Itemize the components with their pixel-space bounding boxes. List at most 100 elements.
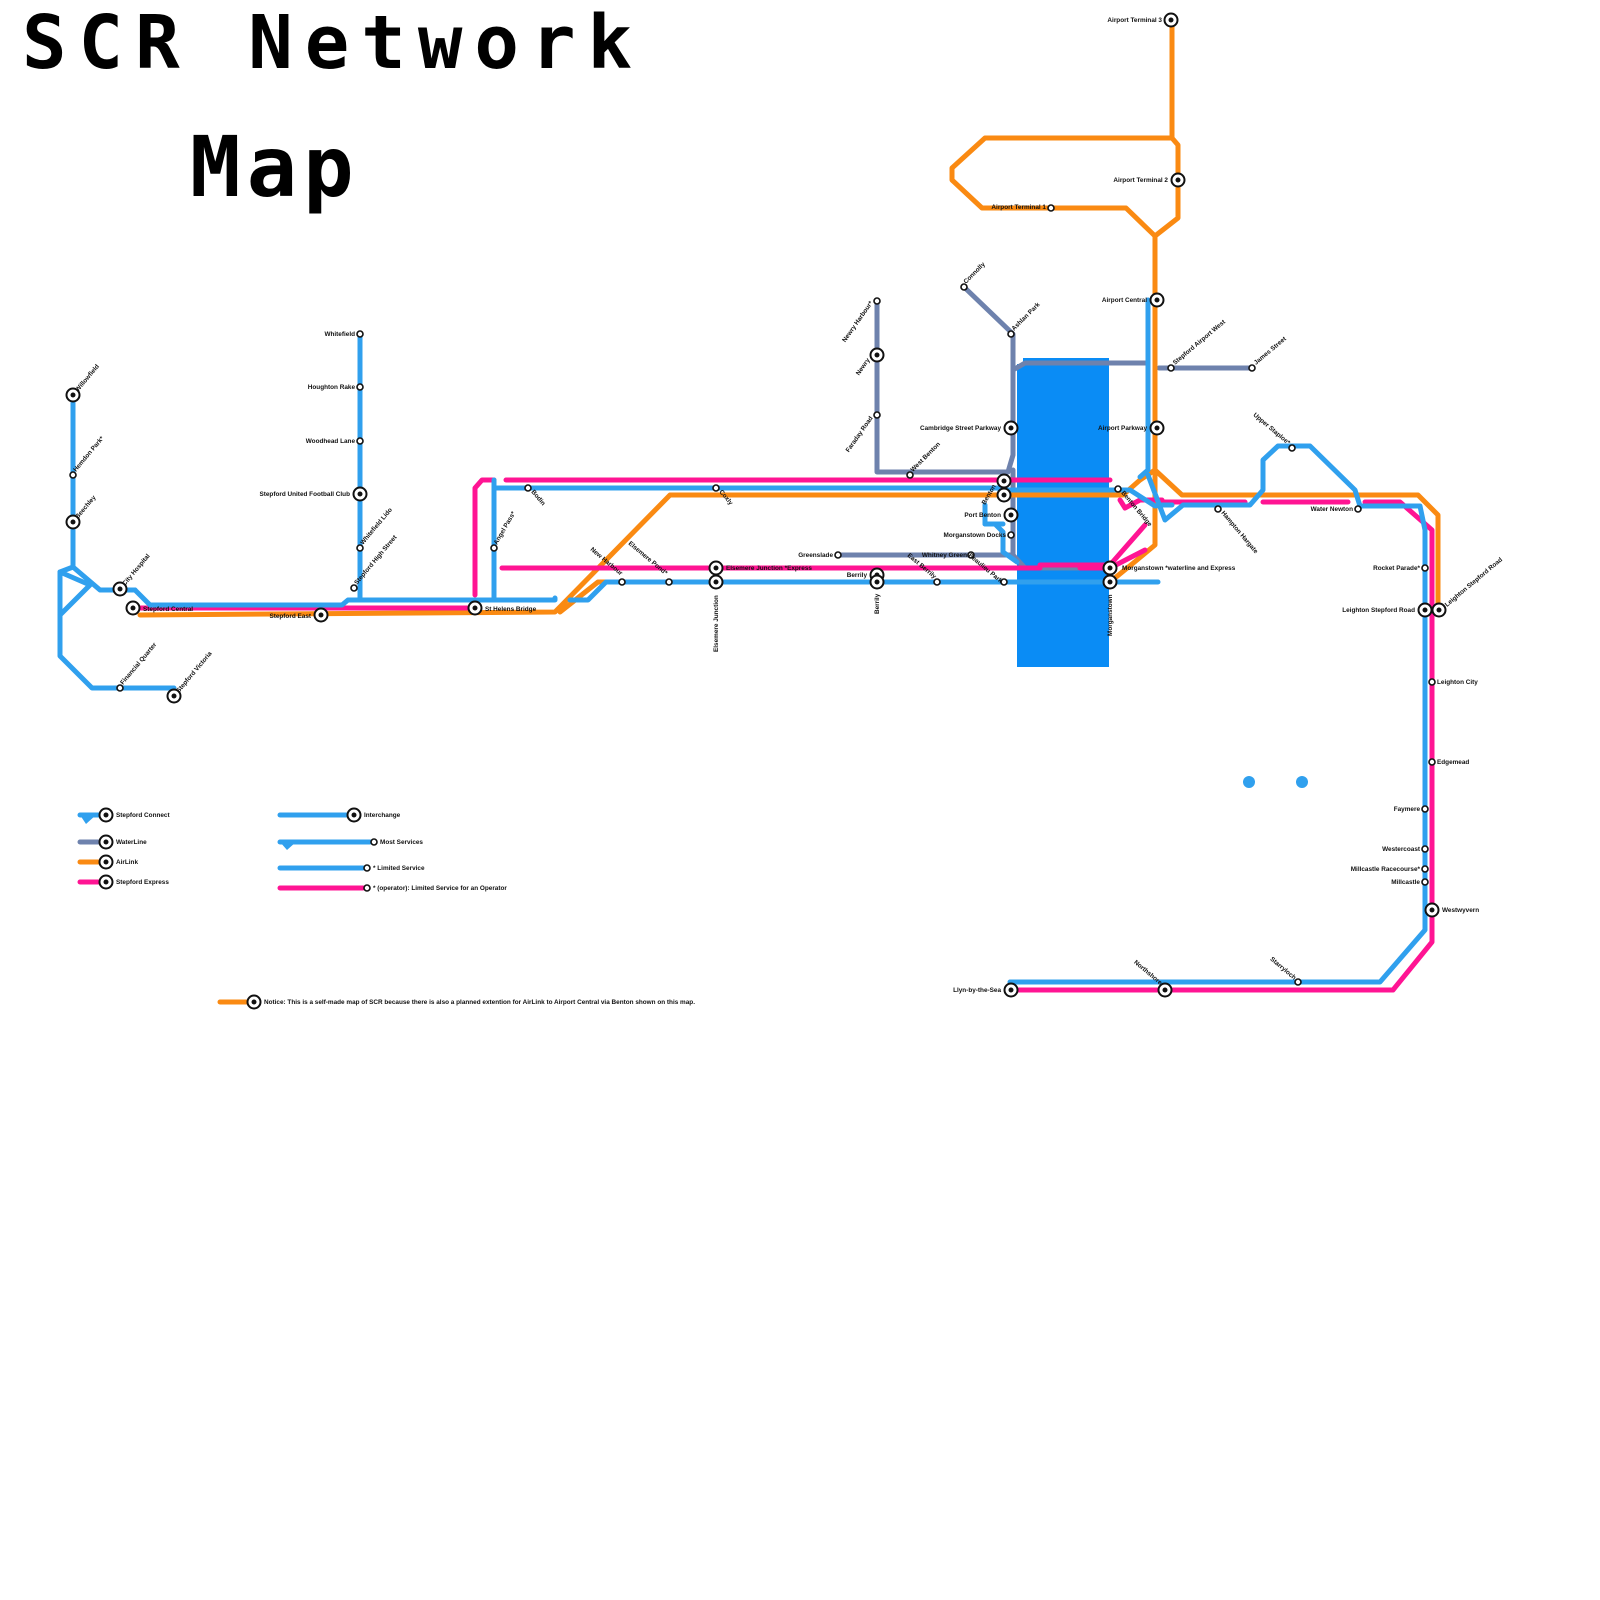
label-water-newton: Water Newton <box>1311 506 1353 513</box>
station-newry-harbour-marker[interactable] <box>873 297 881 305</box>
station-benton-marker-1[interactable] <box>996 473 1012 489</box>
label-woodhead-lane: Woodhead Lane <box>306 438 356 445</box>
station-stepford-central-marker[interactable] <box>125 600 141 616</box>
legend-notice: Notice: This is a self-made map of SCR b… <box>217 994 695 1010</box>
map-title-line-2: Map <box>190 118 360 216</box>
station-stepford-victoria-marker[interactable] <box>166 688 182 704</box>
station-greenslade-marker[interactable] <box>834 551 842 559</box>
station-whitefield-lido-marker[interactable] <box>356 544 364 552</box>
station-st-helens-bridge-marker[interactable] <box>467 600 483 616</box>
station-new-harbour-marker[interactable] <box>618 578 626 586</box>
station-airport-parkway-marker[interactable] <box>1149 420 1165 436</box>
station-port-benton-marker[interactable] <box>1003 507 1019 523</box>
station-east-berrily-marker[interactable] <box>933 578 941 586</box>
station-leighton-city-marker[interactable] <box>1428 678 1436 686</box>
station-morganstown-marker-1[interactable] <box>1102 560 1118 576</box>
station-cambridge-street-parkway-marker[interactable] <box>1003 420 1019 436</box>
station-newry-marker[interactable] <box>869 347 885 363</box>
legend-stepford-express: Stepford Express <box>77 874 169 890</box>
station-beechley-marker[interactable] <box>65 514 81 530</box>
station-willowfield-marker[interactable] <box>65 387 81 403</box>
station-west-benton-marker[interactable] <box>906 471 914 479</box>
station-whitney-green-marker[interactable] <box>967 551 975 559</box>
label-airport-terminal-2: Airport Terminal 2 <box>1113 177 1168 184</box>
map-title-line-1: SCR Network <box>22 0 644 86</box>
label-stepford-central: Stepford Central <box>143 606 193 613</box>
station-stepford-airport-west-marker[interactable] <box>1167 364 1175 372</box>
station-leighton-stepford-road-e-marker[interactable] <box>1431 602 1447 618</box>
legend-interchange: Interchange <box>277 807 401 823</box>
station-airport-central-marker[interactable] <box>1149 292 1165 308</box>
label-morganstown-docks: Morganstown Docks <box>944 532 1007 539</box>
label-westercoast: Westercoast <box>1382 846 1421 853</box>
station-city-hospital-marker[interactable] <box>112 581 128 597</box>
station-airport-terminal-1-marker[interactable] <box>1047 204 1055 212</box>
station-angel-pass-marker[interactable] <box>490 544 498 552</box>
station-stepford-united-marker[interactable] <box>352 486 368 502</box>
legend-stepford-express-label: Stepford Express <box>116 879 169 886</box>
station-bodin-marker[interactable] <box>524 484 532 492</box>
station-whitefield-marker[interactable] <box>356 330 364 338</box>
station-woodhead-lane-marker[interactable] <box>356 437 364 445</box>
station-houghton-rake-marker[interactable] <box>356 383 364 391</box>
station-elsemere-pond-marker[interactable] <box>665 578 673 586</box>
station-elsemere-junction-marker-1[interactable] <box>708 560 724 576</box>
label-ashlan-park: Ashlan Park <box>1010 301 1041 332</box>
station-hampton-hargate-marker[interactable] <box>1214 505 1222 513</box>
station-james-street-marker[interactable] <box>1248 364 1256 372</box>
legend: Stepford Connect WaterLine AirLink Stepf… <box>77 807 695 1010</box>
label-berrily-horizontal: Berrily <box>847 572 868 579</box>
station-airport-terminal-2-marker[interactable] <box>1170 172 1186 188</box>
label-st-helens-bridge: St Helens Bridge <box>485 606 537 613</box>
label-leighton-stepford-road-w: Leighton Stepford Road <box>1342 607 1415 614</box>
label-stepford-united-football-club: Stepford United Football Club <box>259 491 350 498</box>
station-benton-bridge-marker[interactable] <box>1114 485 1122 493</box>
legend-limited-service: * Limited Service <box>277 864 425 872</box>
decorative-dot-2 <box>1296 776 1308 788</box>
airlink-route <box>137 17 1441 618</box>
station-coxly-marker[interactable] <box>712 484 720 492</box>
legend-limited-service-label: * Limited Service <box>373 865 425 872</box>
station-faymere-marker[interactable] <box>1421 805 1429 813</box>
station-westercoast-marker[interactable] <box>1421 845 1429 853</box>
station-faraday-road-marker[interactable] <box>873 411 881 419</box>
station-millcastle-marker[interactable] <box>1421 878 1429 886</box>
station-stepford-east-marker[interactable] <box>313 607 329 623</box>
station-berrily-marker-2[interactable] <box>869 574 885 590</box>
station-northshore-marker[interactable] <box>1157 982 1173 998</box>
station-rocket-parade-marker[interactable] <box>1421 564 1429 572</box>
station-edgemead-marker[interactable] <box>1428 758 1436 766</box>
station-benton-marker-2[interactable] <box>996 487 1012 503</box>
label-stepford-east: Stepford East <box>269 613 311 620</box>
station-llyn-by-the-sea-marker[interactable] <box>1003 982 1019 998</box>
station-westwyvern-marker[interactable] <box>1424 902 1440 918</box>
station-hemdon-park-marker[interactable] <box>69 471 77 479</box>
label-whitefield: Whitefield <box>324 331 355 338</box>
station-morganstown-docks-marker[interactable] <box>1007 531 1015 539</box>
station-airport-terminal-3-marker[interactable] <box>1163 12 1179 28</box>
station-millcastle-racecourse-marker[interactable] <box>1421 865 1429 873</box>
station-connolly-marker[interactable] <box>960 283 968 291</box>
legend-operator-limited: * (operator): Limited Service for an Ope… <box>277 884 507 892</box>
station-upper-staploe-marker[interactable] <box>1288 444 1296 452</box>
station-stepford-high-street-marker[interactable] <box>350 584 358 592</box>
label-cambridge-street-parkway: Cambridge Street Parkway <box>920 425 1001 432</box>
label-connolly: Connolly <box>962 261 987 286</box>
station-elsemere-junction-marker-2[interactable] <box>708 574 724 590</box>
station-morganstown-marker-2[interactable] <box>1102 574 1118 590</box>
label-beechley: Beechley <box>74 494 98 520</box>
label-elsemere-pond: Elsemere Pond* <box>627 540 669 577</box>
simple-stations <box>69 204 1436 986</box>
station-financial-quarter-marker[interactable] <box>116 684 124 692</box>
label-port-benton: Port Benton <box>964 512 1001 519</box>
station-beaulieu-park-marker[interactable] <box>1000 578 1008 586</box>
legend-waterline-label: WaterLine <box>116 839 147 846</box>
station-ashlan-park-marker[interactable] <box>1007 330 1015 338</box>
stepford-connect-route <box>57 297 1428 985</box>
label-willowfield: Willowfield <box>74 363 101 393</box>
station-leighton-stepford-road-w-marker[interactable] <box>1417 602 1433 618</box>
label-financial-quarter: Financial Quarter <box>119 641 158 686</box>
label-greenslade: Greenslade <box>798 552 833 559</box>
station-starryloch-marker[interactable] <box>1294 978 1302 986</box>
station-water-newton-marker[interactable] <box>1354 505 1362 513</box>
